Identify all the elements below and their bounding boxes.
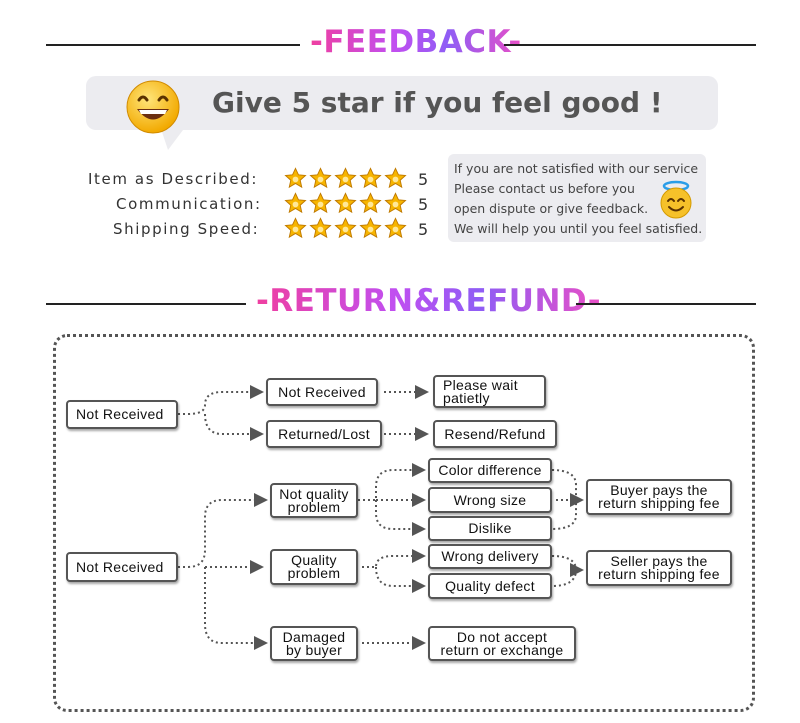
- node-not-received-2: Not Received: [66, 552, 178, 582]
- node-quality-problem: Quality problem: [270, 549, 358, 585]
- refund-divider-left: [46, 303, 246, 305]
- star-rating-item: [284, 167, 407, 190]
- refund-divider-right: [576, 303, 756, 305]
- star-icon: [334, 217, 357, 239]
- star-icon: [384, 167, 407, 189]
- feedback-title: -FEEDBACK-: [310, 24, 522, 60]
- star-icon: [359, 167, 382, 189]
- star-icon: [284, 167, 307, 189]
- refund-flowchart-frame: [53, 334, 755, 712]
- star-icon: [284, 217, 307, 239]
- grinning-face-icon: [126, 80, 180, 134]
- rating-label-shipping: Shipping Speed:: [113, 220, 260, 238]
- node-wrong-size: Wrong size: [428, 487, 552, 513]
- star-icon: [284, 192, 307, 214]
- star-rating-communication: [284, 192, 407, 215]
- node-not-quality-problem: Not quality problem: [270, 483, 358, 518]
- node-not-accept: Do not accept return or exchange: [428, 626, 576, 661]
- star-icon: [334, 192, 357, 214]
- node-quality-defect: Quality defect: [428, 573, 552, 599]
- node-buyer-pays: Buyer pays the return shipping fee: [586, 479, 732, 515]
- banner-text: Give 5 star if you feel good !: [212, 86, 663, 119]
- star-icon: [359, 217, 382, 239]
- node-seller-pays: Seller pays the return shipping fee: [586, 550, 732, 586]
- star-icon: [309, 217, 332, 239]
- node-not-received-branch: Not Received: [266, 378, 378, 406]
- note-line: If you are not satisfied with our servic…: [454, 161, 699, 176]
- star-icon: [384, 192, 407, 214]
- star-icon: [334, 167, 357, 189]
- node-dislike: Dislike: [428, 516, 552, 541]
- node-resend-refund: Resend/Refund: [433, 420, 557, 448]
- node-wrong-delivery: Wrong delivery: [428, 544, 552, 569]
- node-color-difference: Color difference: [428, 458, 552, 483]
- node-damaged-by-buyer: Damaged by buyer: [270, 626, 358, 661]
- star-icon: [309, 167, 332, 189]
- halo-face-icon: [660, 180, 692, 219]
- feedback-divider-left: [46, 44, 300, 46]
- feedback-banner: [86, 76, 718, 130]
- rating-value-communication: 5: [418, 195, 429, 214]
- star-icon: [384, 217, 407, 239]
- note-line: open dispute or give feedback.: [454, 201, 649, 216]
- star-icon: [359, 192, 382, 214]
- node-not-received: Not Received: [66, 400, 178, 429]
- rating-label-item: Item as Described:: [88, 170, 258, 188]
- node-please-wait: Please wait patietly: [433, 375, 546, 408]
- note-line: We will help you until you feel satisfie…: [454, 221, 703, 236]
- note-line: Please contact us before you: [454, 181, 635, 196]
- star-icon: [309, 192, 332, 214]
- refund-title: -RETURN&REFUND-: [256, 283, 602, 319]
- star-rating-shipping: [284, 217, 407, 240]
- feedback-divider-right: [504, 44, 756, 46]
- rating-value-shipping: 5: [418, 220, 429, 239]
- node-returned-lost: Returned/Lost: [266, 420, 382, 448]
- rating-value-item: 5: [418, 170, 429, 189]
- rating-label-communication: Communication:: [116, 195, 262, 213]
